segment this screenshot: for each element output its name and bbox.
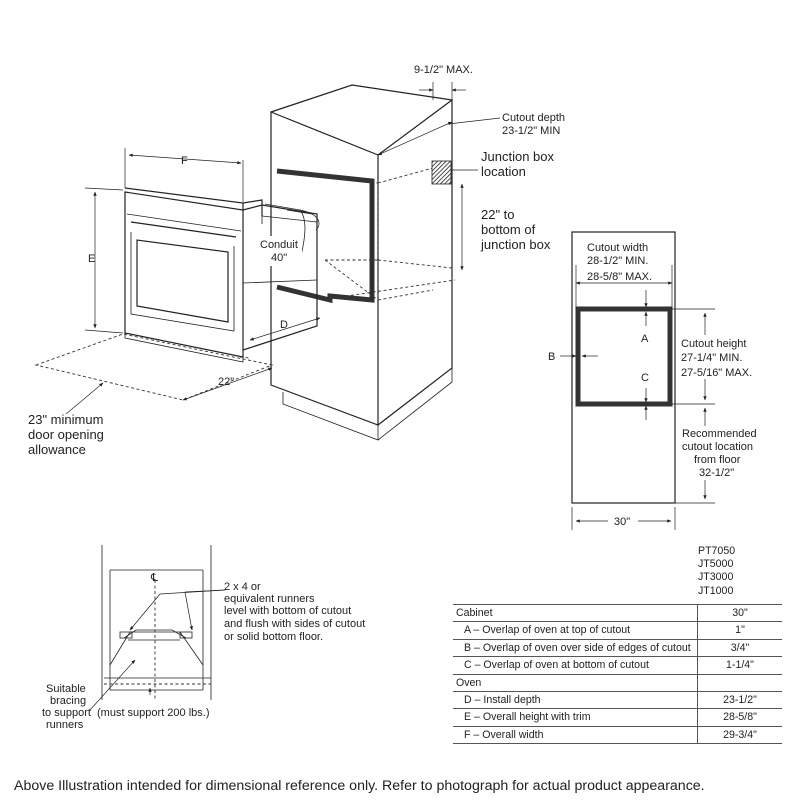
row-label: E – Overall height with trim <box>464 711 591 724</box>
runners-note-5: or solid bottom floor. <box>224 631 323 643</box>
b-label: B <box>548 351 555 363</box>
conduit-label-1: Conduit <box>260 239 298 251</box>
spec-table: Cabinet 30" A – Overlap of oven at top o… <box>453 604 782 745</box>
conduit-callout: Conduit 40" <box>258 236 302 266</box>
cutout-width-label-2: 28-1/2" MIN. <box>587 255 648 267</box>
conduit-label-2: 40" <box>271 252 287 264</box>
e-label: E <box>88 253 95 265</box>
cutout-depth-label-2: 23-1/2" MIN <box>502 125 560 137</box>
row-value: 28-5/8" <box>697 709 782 726</box>
junction-box-label-2: location <box>481 164 526 179</box>
runners-note-3: level with bottom of cutout <box>224 605 351 617</box>
row-label: D – Install depth <box>464 693 541 706</box>
dim-e: E <box>84 187 124 334</box>
junction-box <box>431 160 452 185</box>
table-row: C – Overlap of oven at bottom of cutout … <box>453 657 782 675</box>
junction-height-label-1: 22" to <box>481 207 515 222</box>
footer-disclaimer: Above Illustration intended for dimensio… <box>14 778 705 794</box>
cutout-width-label-3: 28-5/8" MAX. <box>587 271 652 283</box>
runners-note-2: equivalent runners <box>224 593 315 605</box>
table-row: F – Overall width 29-3/4" <box>453 726 782 745</box>
model-number: PT7050 <box>698 545 736 557</box>
table-row: Cabinet 30" <box>453 605 782 623</box>
c-label: C <box>641 372 649 384</box>
front-view-drawing: Cutout width 28-1/2" MIN. 28-5/8" MAX. A… <box>548 231 762 530</box>
oven-front <box>124 191 244 358</box>
cutout-height-label-2: 27-1/4" MIN. <box>681 352 742 364</box>
dim-door-clearance: 22" <box>182 367 273 401</box>
row-value: 23-1/2" <box>697 691 782 709</box>
cutout-height-label-1: Cutout height <box>681 338 746 350</box>
row-label: Cabinet <box>456 607 493 619</box>
d-label: D <box>280 319 288 331</box>
dim-junction-height: 22" to bottom of junction box <box>460 183 551 271</box>
junction-height-label-2: bottom of <box>481 222 536 237</box>
row-value: 1" <box>697 622 782 639</box>
door-allowance-callout: 23" minimum door opening allowance <box>28 382 104 457</box>
junction-box-label-1: Junction box <box>481 149 554 164</box>
cutout-width-label-1: Cutout width <box>587 242 648 254</box>
table-row: B – Overlap of oven over side of edges o… <box>453 639 782 658</box>
model-number: JT5000 <box>698 558 734 571</box>
width-30-label: 30" <box>614 516 630 528</box>
centerline-symbol: ℄ <box>150 572 158 584</box>
model-list: PT7050 JT5000 JT3000 JT1000 <box>698 545 758 598</box>
cabinet-front-face <box>270 111 379 426</box>
row-value: 1-1/4" <box>697 657 782 674</box>
bracing-label-2: bracing <box>50 695 86 707</box>
table-row: D – Install depth 23-1/2" <box>453 691 782 710</box>
dim-max-width: 9-1/2" MAX. <box>414 64 473 100</box>
dim-d: D <box>249 317 321 341</box>
cabinet-side-face <box>377 98 453 426</box>
row-value: 30" <box>697 605 782 622</box>
door-allowance-label-1: 23" minimum <box>28 412 103 427</box>
model-number: JT3000 <box>698 571 734 584</box>
dim-cutout-depth: Cutout depth 23-1/2" MIN <box>377 112 565 156</box>
cutout-frame <box>276 168 375 304</box>
table-row: E – Overall height with trim 28-5/8" <box>453 709 782 727</box>
row-value <box>697 674 782 691</box>
oven-drawing <box>124 187 320 363</box>
row-label: Oven <box>456 676 482 689</box>
recommended-label-1: Recommended <box>682 428 757 440</box>
row-value: 29-3/4" <box>697 726 782 744</box>
door-allowance-label-2: door opening <box>28 427 104 442</box>
cutout-height-label-3: 27-5/16" MAX. <box>681 367 752 379</box>
runners-note-1: 2 x 4 or <box>224 581 261 593</box>
recommended-label-4: 32-1/2" <box>699 467 734 479</box>
recommended-label-2: cutout location <box>682 441 753 453</box>
oven-window <box>136 239 229 323</box>
front-view-cabinet <box>571 231 676 504</box>
support-note: (must support 200 lbs.) <box>97 707 210 719</box>
bracing-label-1: Suitable <box>46 683 86 695</box>
row-label: B – Overlap of oven over side of edges o… <box>464 641 691 654</box>
model-number: JT1000 <box>698 584 734 597</box>
row-label: A – Overlap of oven at top of cutout <box>464 624 631 637</box>
row-label: C – Overlap of oven at bottom of cutout <box>464 659 649 672</box>
table-row: Oven <box>453 674 782 692</box>
dim-f: F <box>124 148 244 202</box>
cabinet-top <box>270 84 453 113</box>
f-label: F <box>181 155 188 167</box>
door-allowance-label-3: allowance <box>28 442 86 457</box>
runners-note-4: and flush with sides of cutout <box>224 618 365 630</box>
row-label: F – Overall width <box>464 728 544 741</box>
junction-height-label-3: junction box <box>480 237 551 252</box>
front-view-cutout <box>575 306 673 407</box>
bracing-label-4: runners <box>46 719 84 731</box>
runners-detail: ℄ 2 x 4 or equivalent runners level with… <box>42 545 365 731</box>
bracing-label-3: to support <box>42 707 91 719</box>
recommended-label-3: from floor <box>694 454 741 466</box>
door-clearance-label: 22" <box>218 376 234 388</box>
row-value: 3/4" <box>697 639 782 657</box>
a-label: A <box>641 333 649 345</box>
cutout-depth-label-1: Cutout depth <box>502 112 565 124</box>
table-row: A – Overlap of oven at top of cutout 1" <box>453 622 782 640</box>
max-width-label: 9-1/2" MAX. <box>414 64 473 76</box>
door-clearance-area <box>34 333 274 401</box>
